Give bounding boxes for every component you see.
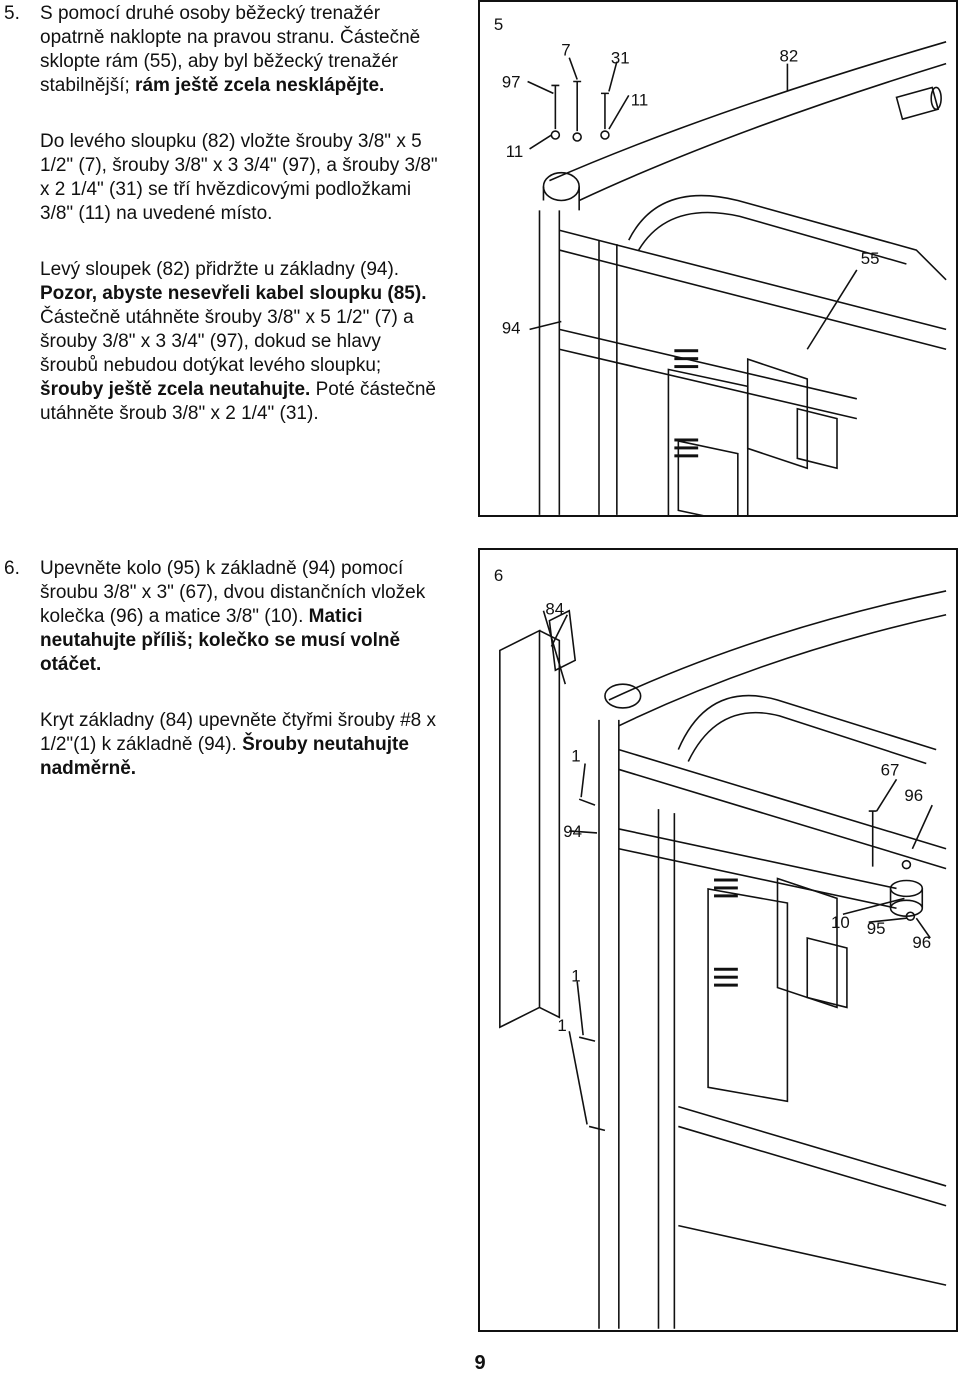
step-5-body: S pomocí druhé osoby běžecký trenažér op… (40, 2, 440, 426)
callout-95: 95 (867, 919, 886, 938)
callout-55: 55 (861, 249, 880, 268)
callout-1-middle: 1 (571, 967, 580, 986)
step-6-number: 6. (4, 558, 20, 579)
step-5-paragraph-2: Do levého sloupku (82) vložte šrouby 3/8… (40, 131, 438, 224)
step-5-paragraph-1: S pomocí druhé osoby běžecký trenažér op… (40, 3, 421, 96)
figure-5-step-label: 5 (494, 15, 503, 34)
callout-67: 67 (881, 760, 900, 779)
step-5-number: 5. (4, 3, 20, 24)
callout-94: 94 (563, 822, 582, 841)
callout-11-left: 11 (506, 142, 524, 161)
callout-7: 7 (561, 41, 570, 60)
callout-11-top: 11 (631, 90, 649, 109)
callout-96-top: 96 (904, 786, 923, 805)
callout-10: 10 (831, 913, 850, 932)
callout-82: 82 (779, 47, 798, 66)
step-5-paragraph-3: Levý sloupek (82) přidržte u základny (9… (40, 259, 437, 424)
callout-96-bottom: 96 (912, 933, 931, 952)
step-6-paragraph-1: Upevněte kolo (95) k základně (94) pomoc… (40, 558, 426, 675)
callout-97: 97 (502, 72, 521, 91)
callout-84: 84 (545, 600, 564, 619)
callout-94: 94 (502, 318, 521, 337)
step-6-body: Upevněte kolo (95) k základně (94) pomoc… (40, 557, 440, 781)
figure-6-drawing: 6 84 1 67 96 94 10 95 96 1 1 (494, 566, 947, 1329)
callout-1-top: 1 (571, 747, 580, 766)
figure-6-step-label: 6 (494, 566, 503, 585)
figure-step-5: 5 7 31 82 97 11 11 55 94 (478, 0, 958, 517)
callout-31: 31 (611, 49, 630, 68)
figure-step-6: 6 84 1 67 96 94 10 95 96 1 1 (478, 548, 958, 1332)
figure-5-drawing: 5 7 31 82 97 11 11 55 94 (494, 15, 947, 515)
step-6-paragraph-2: Kryt základny (84) upevněte čtyřmi šroub… (40, 710, 437, 779)
callout-1-bottom: 1 (557, 1016, 566, 1035)
page-number: 9 (474, 1352, 486, 1374)
